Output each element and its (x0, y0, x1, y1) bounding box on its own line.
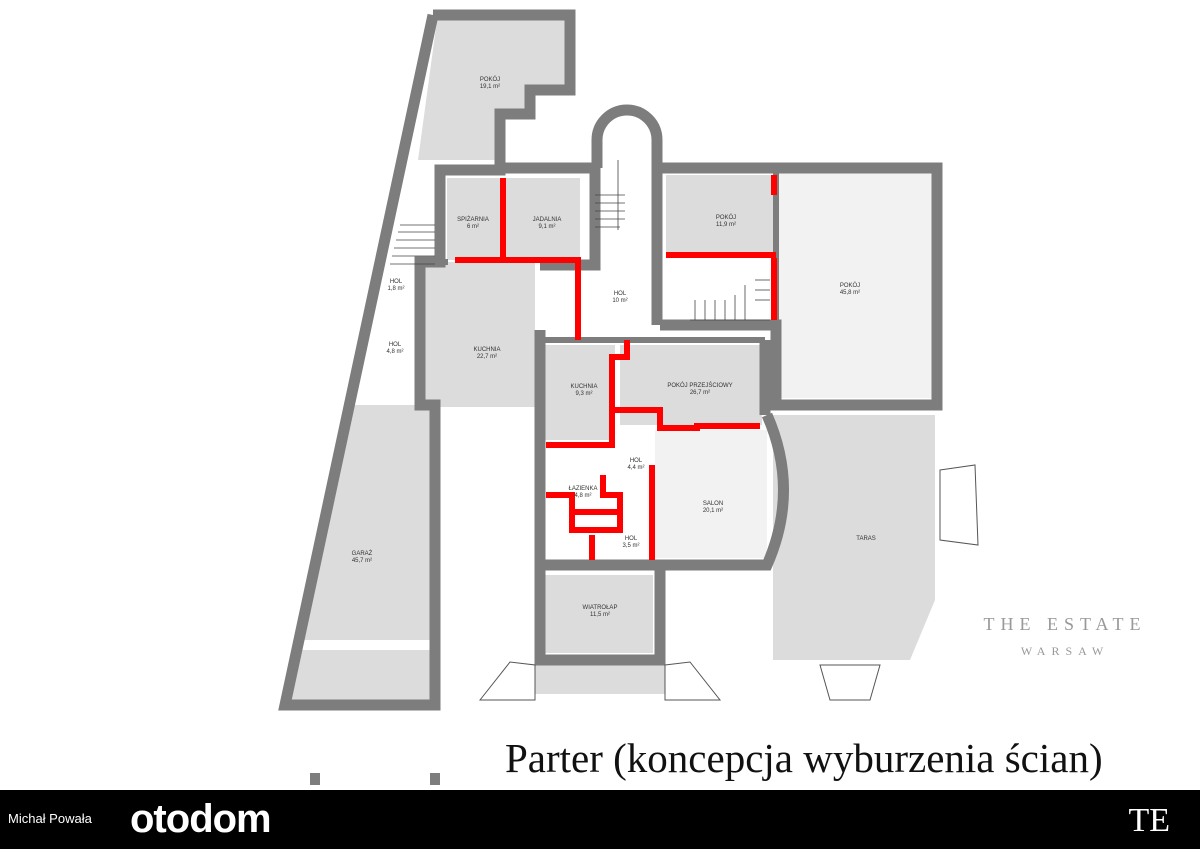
room-area: 10 m² (612, 298, 627, 304)
room-area: 4,8 m² (574, 493, 591, 499)
room-area: 6 m² (467, 224, 479, 230)
demolition-wall-7 (546, 410, 615, 448)
agent-name: Michał Powała (8, 811, 92, 826)
stairs-taras-side (939, 464, 979, 546)
wall-north-center (500, 162, 601, 271)
plan-title: Parter (koncepcja wyburzenia ścian) (505, 735, 1103, 781)
brand-logo: TE (1128, 802, 1170, 839)
room-area: 45,8 m² (840, 290, 860, 296)
room-entrance-landing (535, 662, 665, 694)
floor-plan: THE ESTATE WARSAW POKÓJ 19,1 m² SPIŻARNI… (278, 9, 1146, 785)
room-garaz-front (285, 650, 430, 705)
room-wiatrolap (545, 575, 653, 653)
room-area: 4,8 m² (386, 349, 403, 355)
room-area: 9,3 m² (575, 391, 592, 397)
room-garaz (300, 405, 430, 640)
watermark-line1: THE ESTATE (983, 614, 1146, 634)
room-name: HOL (614, 291, 627, 297)
room-name: KUCHNIA (570, 384, 597, 390)
room-name: HOL (630, 458, 643, 464)
pillar-right (430, 773, 440, 785)
room-name: TARAS (856, 536, 876, 542)
room-pokoj-19 (418, 20, 565, 160)
stairs-entrance-right (664, 661, 722, 701)
stairs-tower (595, 160, 625, 230)
room-name: SPIŻARNIA (457, 216, 489, 223)
room-area: 1,8 m² (387, 286, 404, 292)
otodom-logo: otodom (130, 797, 272, 841)
room-area: 9,1 m² (538, 224, 555, 230)
demolition-wall-1 (455, 257, 581, 340)
room-spizarnia (447, 178, 502, 260)
room-name: HOL (389, 342, 402, 348)
room-pokoj-11 (666, 175, 774, 255)
demolition-wall-8 (546, 475, 623, 533)
demolition-wall-6 (609, 340, 760, 431)
wall-stair-tower (591, 104, 663, 325)
room-area: 20,1 m² (703, 508, 723, 514)
room-area: 45,7 m² (352, 558, 372, 564)
room-kuchnia-22 (420, 262, 535, 407)
room-name: GARAŻ (352, 550, 373, 557)
room-jadalnia (504, 178, 580, 258)
room-area: 19,1 m² (480, 84, 500, 90)
room-kuchnia-9 (545, 345, 615, 440)
pillar-left (310, 773, 320, 785)
room-name: SALON (703, 501, 723, 507)
room-area: 3,5 m² (622, 543, 639, 549)
wall-salon-bay (660, 412, 789, 571)
stairs-west (390, 224, 435, 265)
room-name: HOL (390, 279, 403, 285)
room-area: 4,4 m² (627, 465, 644, 471)
room-labels: POKÓJ 19,1 m² SPIŻARNIA 6 m² JADALNIA 9,… (352, 76, 876, 618)
room-area: 26,7 m² (690, 390, 710, 396)
footer-bar: Michał Powała otodom TE (0, 790, 1200, 849)
wall-central-block (534, 330, 666, 666)
stairs-east (690, 279, 770, 321)
room-pokoj-45 (776, 170, 934, 398)
room-name: POKÓJ (840, 282, 860, 289)
room-name: HOL (625, 536, 638, 542)
room-name: POKÓJ (716, 214, 736, 221)
room-name: POKÓJ PRZEJŚCIOWY (667, 381, 732, 389)
room-name: KUCHNIA (473, 347, 500, 353)
room-taras (773, 415, 935, 660)
wall-east-block (657, 162, 943, 411)
wall-outer-west (278, 9, 576, 711)
room-name: ŁAZIENKA (568, 486, 597, 492)
room-area: 11,5 m² (590, 612, 610, 618)
watermark-line2: WARSAW (1021, 644, 1109, 658)
room-area: 22,7 m² (477, 354, 497, 360)
stairs-entrance-left (478, 661, 536, 701)
room-name: WIATROŁAP (583, 605, 618, 611)
room-name: POKÓJ (480, 76, 500, 83)
stairs-taras (819, 664, 881, 701)
room-salon (655, 430, 767, 558)
room-area: 11,9 m² (716, 222, 736, 228)
room-name: JADALNIA (533, 217, 562, 223)
